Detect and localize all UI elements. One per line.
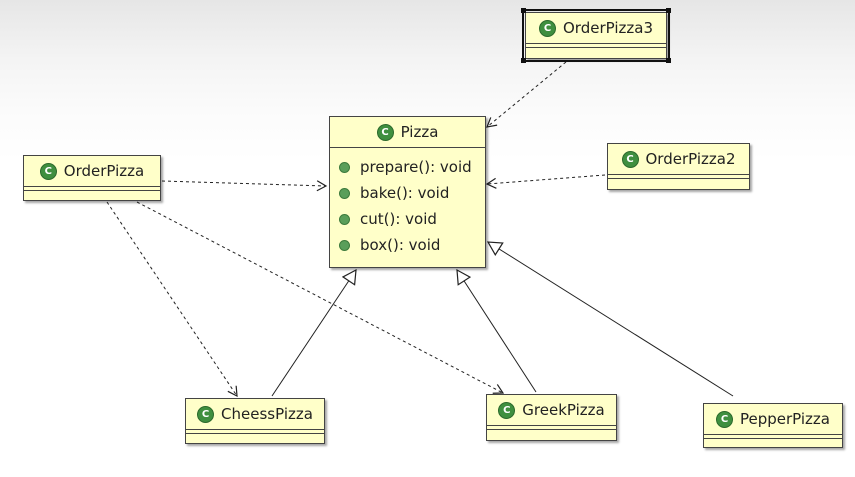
class-order-pizza[interactable]: C OrderPizza	[23, 155, 161, 201]
method-label: cut(): void	[360, 210, 437, 228]
class-name-greek-pizza: GreekPizza	[522, 401, 605, 419]
method-label: bake(): void	[360, 184, 450, 202]
class-name-pepper-pizza: PepperPizza	[740, 410, 830, 428]
dep-orderpizza-greekpizza	[136, 201, 505, 394]
public-method-icon	[339, 187, 350, 199]
dep-orderpizza-cheesspizza	[106, 201, 238, 398]
class-icon: C	[716, 410, 733, 428]
public-method-icon	[339, 161, 350, 173]
gen-cheesspizza-pizza	[271, 268, 357, 397]
dep-orderpizza-pizza	[161, 180, 328, 192]
class-name-order-pizza2: OrderPizza2	[645, 150, 736, 168]
class-icon: C	[39, 162, 57, 180]
method-box[interactable]: box(): void	[330, 232, 485, 258]
method-bake[interactable]: bake(): void	[330, 180, 485, 206]
selection-handle[interactable]	[521, 8, 526, 13]
selection-handle[interactable]	[666, 58, 671, 63]
gen-pepperpizza-pizza	[486, 241, 734, 397]
gen-greekpizza-pizza	[456, 268, 537, 393]
class-icon: C	[376, 123, 394, 141]
method-prepare[interactable]: prepare(): void	[330, 154, 485, 180]
dep-orderpizza3-pizza	[486, 61, 567, 128]
class-order-pizza2[interactable]: C OrderPizza2	[607, 143, 750, 190]
selection-handle[interactable]	[666, 8, 671, 13]
method-cut[interactable]: cut(): void	[330, 206, 485, 232]
class-name-order-pizza3: OrderPizza3	[563, 19, 653, 37]
class-cheess-pizza[interactable]: C CheessPizza	[185, 398, 325, 444]
method-label: prepare(): void	[360, 158, 472, 176]
dep-orderpizza2-pizza	[485, 174, 606, 189]
class-name-order-pizza: OrderPizza	[63, 162, 145, 180]
public-method-icon	[339, 239, 350, 251]
class-icon: C	[539, 19, 556, 37]
class-greek-pizza[interactable]: C GreekPizza	[486, 394, 617, 441]
class-name-cheess-pizza: CheessPizza	[221, 405, 313, 423]
class-pepper-pizza[interactable]: C PepperPizza	[703, 403, 843, 448]
class-icon: C	[621, 150, 639, 168]
public-method-icon	[339, 213, 350, 225]
class-icon: C	[197, 405, 215, 423]
class-order-pizza3[interactable]: C OrderPizza3	[521, 8, 671, 63]
selection-handle[interactable]	[521, 58, 526, 63]
class-name-pizza: Pizza	[400, 123, 439, 141]
class-icon: C	[498, 401, 516, 419]
method-list: prepare(): void bake(): void cut(): void…	[330, 147, 485, 258]
method-label: box(): void	[360, 236, 441, 254]
class-pizza[interactable]: C Pizza prepare(): void bake(): void cut…	[329, 116, 486, 268]
